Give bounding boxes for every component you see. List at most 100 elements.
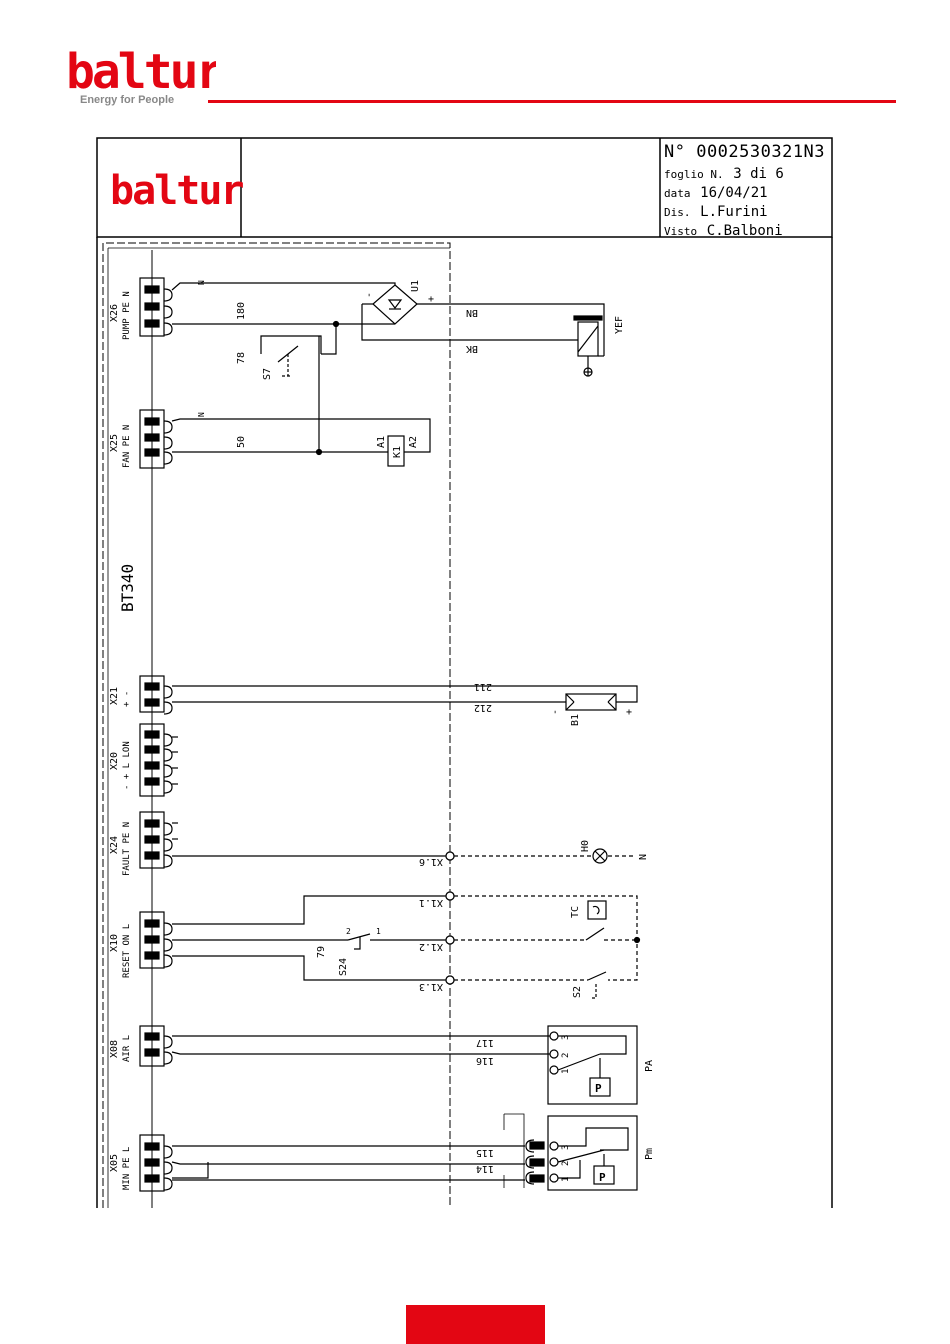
svg-text:+: +	[428, 294, 434, 305]
svg-text:P: P	[599, 1171, 606, 1184]
date-label: data	[664, 187, 691, 200]
rectifier-u1	[372, 284, 418, 325]
label-x08-pins: AIR L	[122, 1035, 132, 1062]
label-x20: X20	[109, 752, 120, 770]
label-s2: S2	[572, 986, 583, 998]
tagline: Energy for People	[80, 94, 175, 106]
label-x25: X25	[109, 434, 120, 452]
fan-circuit	[171, 336, 431, 467]
svg-text:2: 2	[346, 927, 351, 936]
page-footer-bar	[406, 1305, 545, 1344]
label-x26: X26	[109, 304, 120, 322]
svg-text:-: -	[364, 292, 375, 298]
relay-k1-icon	[387, 435, 405, 467]
label-x1-2: X1.2	[419, 941, 443, 952]
label-yef: YEF	[614, 316, 625, 334]
wire-115: 115	[476, 1147, 494, 1158]
svg-text:P: P	[595, 1082, 602, 1095]
label-x10-pins: RESET ON L	[122, 924, 132, 978]
label-x24: X24	[109, 836, 120, 854]
min-pressure-circuit	[171, 1113, 638, 1191]
label-x24-pins: FAULT PE N	[122, 822, 132, 876]
svg-text:3: 3	[561, 1145, 571, 1150]
label-h0: H0	[580, 840, 591, 852]
svg-text:1: 1	[561, 1069, 571, 1074]
date-value: 16/04/21	[700, 185, 768, 201]
wire-117: 117	[476, 1037, 494, 1048]
sensor-b1-circuit	[172, 685, 638, 711]
label-pm: Pm	[644, 1148, 655, 1160]
doc-number: N° 0002530321N3	[664, 142, 826, 162]
svg-text:-: -	[550, 709, 561, 715]
label-b1: B1	[570, 714, 581, 726]
sheet-value: 3 di 6	[733, 166, 784, 182]
pressure-switch-pa-icon	[547, 1025, 638, 1105]
label-x21-pins: + -	[122, 691, 132, 707]
wire-78: 78	[236, 352, 247, 364]
label-x26-pins: PUMP PE N	[122, 291, 132, 340]
pump-circuit	[171, 282, 605, 377]
label-pa: PA	[644, 1060, 655, 1072]
baltur-logo: baltur	[66, 48, 216, 100]
label-x05-pins: MIN PE L	[122, 1147, 132, 1190]
header-rule	[208, 100, 896, 103]
sheet-label: foglio N.	[664, 168, 724, 181]
connector-x24	[139, 811, 173, 869]
label-x1-3: X1.3	[419, 981, 443, 992]
wire-212: 212	[474, 702, 492, 713]
bt340-boundary	[102, 242, 451, 1208]
label-x21: X21	[109, 687, 120, 705]
connector-x10	[139, 911, 173, 969]
checked-label: Visto	[664, 225, 698, 238]
label-s24: S24	[338, 958, 349, 976]
label-s7: S7	[262, 368, 273, 380]
drawn-label: Dis.	[664, 206, 691, 219]
svg-text:A2: A2	[408, 436, 419, 448]
wire-50: 50	[236, 436, 247, 448]
svg-text:+: +	[626, 707, 632, 718]
wire-211: 211	[474, 681, 492, 692]
sensor-b1-icon	[565, 693, 617, 711]
connector-x25	[139, 409, 173, 469]
label-x05: X05	[109, 1154, 120, 1172]
pressure-switch-pm-icon	[547, 1115, 638, 1191]
svg-text:K1: K1	[392, 446, 403, 458]
connector-x26	[139, 277, 173, 337]
label-x1-1: X1.1	[419, 897, 443, 908]
svg-text:N: N	[197, 412, 206, 417]
label-x1-6: X1.6	[419, 856, 443, 867]
title-block-logo: baltur	[110, 168, 243, 214]
lon-stubs	[172, 736, 178, 785]
svg-text:A1: A1	[376, 436, 387, 448]
label-bt340: BT340	[118, 564, 137, 612]
title-block-frame	[96, 137, 833, 238]
label-tc: TC	[570, 906, 581, 918]
label-u1: U1	[410, 280, 421, 292]
wire-bk: BK	[466, 343, 478, 354]
air-switch-circuit	[171, 1025, 638, 1105]
lamp-h0-icon	[592, 848, 608, 864]
fault-lamp-circuit	[172, 848, 636, 864]
connector-x05	[139, 1134, 173, 1192]
label-x20-pins: - + L LON	[122, 741, 132, 790]
wire-180: 180	[236, 302, 247, 320]
label-x25-pins: FAN PE N	[122, 425, 132, 468]
wire-114: 114	[476, 1163, 494, 1174]
connector-x08	[139, 1025, 173, 1067]
svg-text:1: 1	[376, 927, 381, 936]
svg-text:1: 1	[561, 1177, 571, 1182]
connector-x20	[139, 723, 173, 797]
title-block-info: N° 0002530321N3 foglio N. 3 di 6 data 16…	[664, 142, 825, 239]
connector-x21	[139, 675, 173, 715]
checked-value: C.Balboni	[706, 223, 783, 239]
wire-79: 79	[316, 946, 327, 958]
label-x10: X10	[109, 934, 120, 952]
svg-text:baltur: baltur	[66, 48, 216, 100]
wire-116: 116	[476, 1055, 494, 1066]
label-x08: X08	[109, 1040, 120, 1058]
drawn-value: L.Furini	[700, 204, 768, 220]
svg-text:2: 2	[561, 1053, 571, 1058]
svg-text:2: 2	[561, 1161, 571, 1166]
svg-text:3: 3	[561, 1035, 571, 1040]
